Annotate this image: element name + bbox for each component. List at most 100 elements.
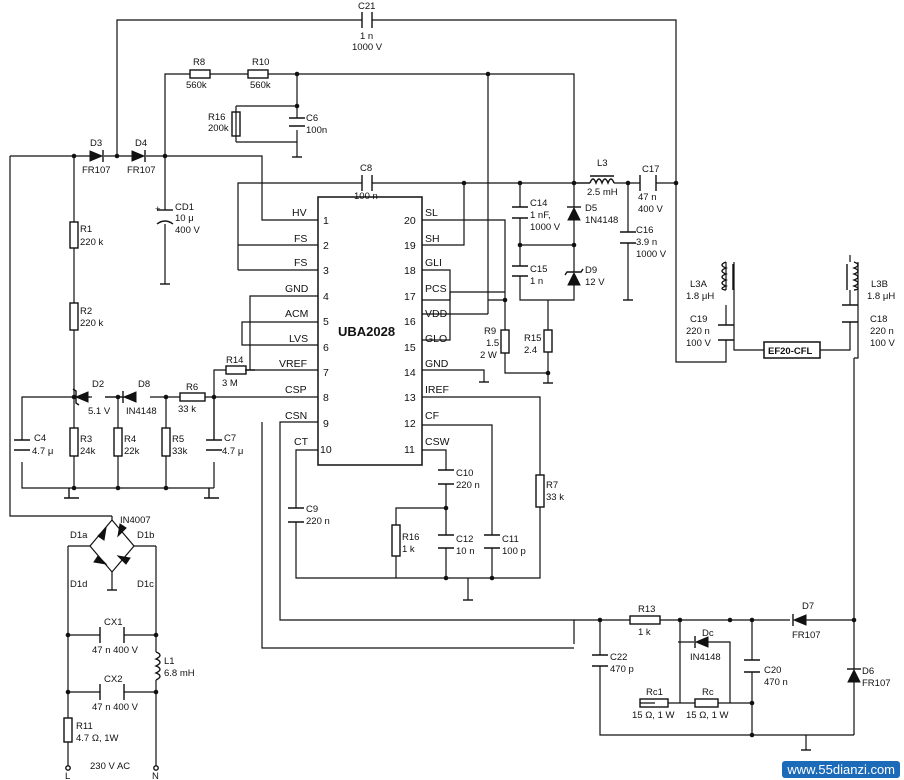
pin-label-sh: SH: [425, 233, 440, 245]
r16a-value: 200k: [208, 123, 229, 134]
pin-number-7: 7: [323, 367, 329, 379]
c15-ref: C15: [530, 264, 547, 275]
resistor-r13: R13 1 k: [629, 604, 661, 638]
dc-value: IN4148: [690, 652, 721, 663]
r11-ref: R11: [76, 721, 93, 732]
pin-number-13: 13: [404, 392, 416, 404]
d3-value: FR107: [82, 165, 111, 176]
capacitor-c9: C9 220 n: [288, 504, 330, 527]
cx1-ref: CX1: [104, 617, 122, 628]
capacitor-c18: C18 220 n 100 V: [842, 304, 895, 349]
c22-value: 470 p: [610, 664, 634, 675]
c12-ref: C12: [456, 534, 473, 545]
c6-value: 100n: [306, 125, 327, 136]
c18-ref: C18: [870, 314, 887, 325]
resistor-r16-1k: R16 1 k: [391, 524, 419, 557]
c10-value: 220 n: [456, 480, 480, 491]
resistor-r6: R6 33 k: [178, 382, 206, 415]
c20-ref: C20: [764, 665, 781, 676]
c17-value: 47 n: [638, 192, 657, 203]
diode-d4: D4 FR107: [127, 138, 156, 176]
r3-ref: R3: [80, 434, 92, 445]
c8-value: 100 n: [354, 191, 378, 202]
pin-label-csp: CSP: [285, 384, 307, 396]
diode-d6: D6 FR107: [847, 660, 891, 690]
d7-value: FR107: [792, 630, 821, 641]
r9-power: 2 W: [480, 350, 497, 361]
c22-ref: C22: [610, 652, 627, 663]
resistor-r4: R4 22k: [113, 427, 140, 457]
resistor-rc: Rc 15 Ω, 1 W: [686, 687, 729, 721]
c12-value: 10 n: [456, 546, 475, 557]
c4-value: 4.7 μ: [32, 446, 53, 457]
inductor-l3: L3 2.5 mH: [587, 158, 618, 198]
c8-ref: C8: [360, 163, 372, 174]
lamp-label: EF20-CFL: [768, 346, 813, 357]
c17-ref: C17: [642, 164, 659, 175]
pin-number-20: 20: [404, 215, 416, 227]
resistor-r5: R5 33k: [161, 427, 188, 457]
c11-ref: C11: [502, 534, 519, 545]
capacitor-c22: C22 470 p: [592, 652, 634, 675]
r2-value: 220 k: [80, 318, 103, 329]
l1-ref: L1: [164, 656, 175, 667]
diode-d8: D8 IN4148: [105, 379, 157, 417]
c14-ref: C14: [530, 198, 547, 209]
pin-number-11: 11: [404, 444, 415, 456]
pin-label-fs: FS: [294, 257, 307, 269]
c11-value: 100 p: [502, 546, 526, 557]
resistor-r16-200k: R16 200k: [208, 111, 241, 137]
r6-ref: R6: [186, 382, 198, 393]
r10-value: 560k: [250, 80, 271, 91]
c19-voltage: 100 V: [686, 338, 711, 349]
c7-value: 4.7 μ: [222, 446, 243, 457]
l3-value: 2.5 mH: [587, 187, 618, 198]
capacitor-c16: C16 3.9 n 1000 V: [620, 225, 667, 260]
pin-label-csn: CSN: [285, 410, 307, 422]
capacitor-c7: C7 4.7 μ: [206, 433, 243, 457]
plus-sign: +: [155, 204, 161, 215]
capacitor-c6: C6 100n: [289, 113, 327, 136]
resistor-r3: R3 24k: [69, 427, 96, 457]
resistor-r9: R9 1.5 2 W: [480, 326, 510, 361]
r7-value: 33 k: [546, 492, 564, 503]
d9-ref: D9: [585, 265, 597, 276]
capacitor-c19: C19 220 n 100 V: [686, 314, 734, 349]
c16-voltage: 1000 V: [636, 249, 667, 260]
c16-ref: C16: [636, 225, 653, 236]
ic-title: UBA2028: [338, 324, 395, 339]
watermark: www.55dianzi.com: [782, 761, 900, 778]
capacitor-c21: C21 1 n 1000 V: [352, 1, 383, 53]
r1-value: 220 k: [80, 237, 103, 248]
c19-ref: C19: [690, 314, 707, 325]
d1a-label: D1a: [70, 530, 88, 541]
d2-ref: D2: [92, 379, 104, 390]
r5-value: 33k: [172, 446, 188, 457]
l3-ref: L3: [597, 158, 608, 169]
c14-value: 1 nF,: [530, 210, 551, 221]
c9-value: 220 n: [306, 516, 330, 527]
d4-ref: D4: [135, 138, 147, 149]
r6-value: 33 k: [178, 404, 196, 415]
c21-ref: C21: [358, 1, 375, 12]
zener-diode-d2: D2 5.1 V: [72, 379, 111, 417]
r16b-ref: R16: [402, 532, 419, 543]
capacitor-c12: C12 10 n: [438, 534, 475, 557]
cx2-ref: CX2: [104, 674, 122, 685]
pin-number-10: 10: [320, 444, 332, 456]
pin-label-lvs: LVS: [289, 333, 308, 345]
rc1-ref: Rc1: [646, 687, 663, 698]
pin-number-16: 16: [404, 316, 416, 328]
capacitor-c15: C15 1 n: [512, 264, 547, 287]
c14-voltage: 1000 V: [530, 222, 561, 233]
cx2-value: 47 n 400 V: [92, 702, 139, 713]
r16b-value: 1 k: [402, 544, 415, 555]
r15-value: 2.4: [524, 345, 537, 356]
pin-number-19: 19: [404, 240, 416, 252]
d1d-label: D1d: [70, 579, 87, 590]
capacitor-c10: C10 220 n: [438, 468, 480, 491]
pin-label-gnd: GND: [285, 283, 309, 295]
l3b-ref: L3B: [871, 279, 888, 290]
pin-label-pcs: PCS: [425, 283, 447, 295]
c16-value: 3.9 n: [636, 237, 657, 248]
